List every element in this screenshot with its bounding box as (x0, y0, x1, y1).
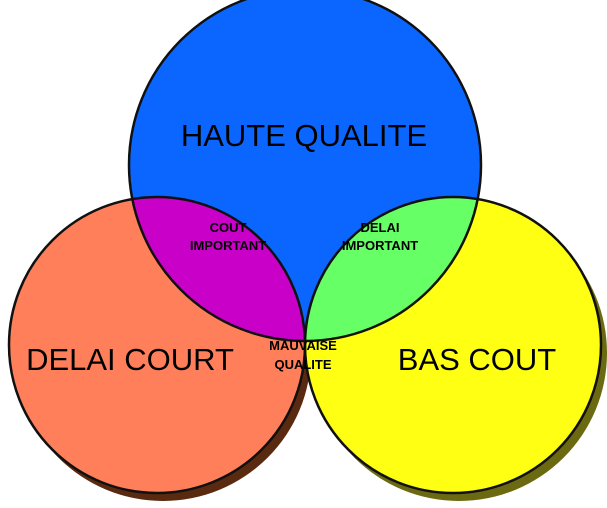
circle-outlines (7, 0, 603, 495)
label-cout-line1: COUT (210, 220, 247, 235)
label-bas-cout: BAS COUT (398, 342, 557, 377)
label-mauvaise-line2: QUALITE (274, 357, 331, 372)
label-haute-qualite: HAUTE QUALITE (181, 118, 427, 153)
overlap-cout-important (129, 197, 305, 341)
label-delai-court: DELAI COURT (26, 342, 234, 377)
overlap-delai-important (305, 197, 481, 341)
label-delai-line1: DELAI (361, 220, 400, 235)
label-mauvaise-line1: MAUVAISE (269, 338, 337, 353)
label-delai-line2: IMPORTANT (342, 238, 418, 253)
label-cout-line2: IMPORTANT (190, 238, 266, 253)
